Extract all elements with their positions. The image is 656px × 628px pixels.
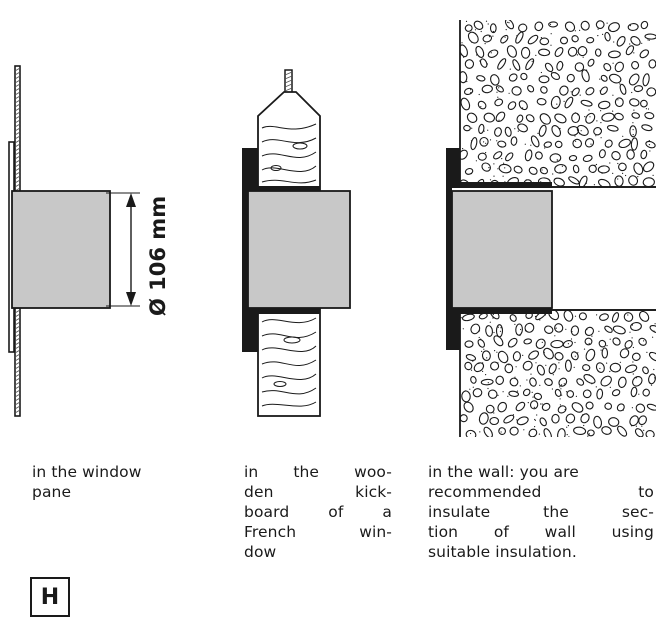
caption-line: in the woo-	[244, 462, 392, 482]
figure-label: H	[40, 584, 60, 610]
caption-word: wall	[544, 523, 576, 541]
dim-arrow-up	[126, 193, 136, 207]
flange-upper-kickboard	[244, 148, 320, 192]
dim-arrow-down	[126, 292, 136, 306]
flange-lower-kickboard	[244, 308, 320, 352]
caption-word: French	[244, 523, 297, 541]
caption-word: of	[328, 503, 344, 521]
vent-tube-kickboard	[247, 190, 351, 309]
caption-line: dow	[244, 542, 392, 562]
caption-word: board	[244, 503, 290, 521]
caption-word: a	[382, 503, 392, 521]
caption-word: den	[244, 483, 274, 501]
caption-line: pane	[32, 483, 72, 501]
wall-figure	[446, 20, 656, 437]
flange-upper-wall	[448, 148, 552, 188]
caption-line: insulate the sec-	[428, 502, 654, 522]
wood-grain-upper	[261, 123, 317, 184]
caption-line: tion of wall using	[428, 522, 654, 542]
wall-lower	[460, 310, 656, 437]
figure-label-box: H	[30, 577, 70, 617]
caption-line: board of a	[244, 502, 392, 522]
caption-word: woo-	[354, 463, 392, 481]
caption-word: the	[293, 463, 320, 481]
wall-texture-upper	[460, 20, 656, 187]
caption-line: in the window	[32, 463, 142, 481]
dimension-label: Ø 106 mm	[146, 196, 170, 316]
vent-tube-window	[11, 190, 111, 309]
wood-grain-lower	[261, 317, 317, 407]
flange-lower-wall	[448, 308, 552, 350]
caption-word: kick-	[355, 483, 392, 501]
wooden-kickboard-figure	[242, 69, 351, 417]
vent-tube-wall	[451, 190, 553, 309]
caption-word: suitable insulation.	[428, 543, 577, 561]
glass-pane-hatch-lower	[14, 309, 21, 414]
glass-pane-hatch	[14, 67, 21, 192]
caption-word: in	[244, 463, 259, 481]
caption-word: of	[493, 523, 509, 541]
flange-plate-kickboard	[242, 148, 248, 352]
window-pane-figure: Ø 106 mm	[8, 65, 170, 417]
caption-word: recommended	[428, 483, 542, 501]
caption-word: tion	[428, 523, 459, 541]
caption-word: win-	[359, 523, 392, 541]
caption-word: to	[638, 483, 654, 501]
flange-plate-wall	[446, 148, 452, 350]
caption-word: the	[543, 503, 569, 521]
wall-texture-lower	[460, 310, 656, 437]
caption-word: sec-	[621, 503, 654, 521]
caption-line: French win-	[244, 522, 392, 542]
caption-line: recommended to	[428, 482, 654, 502]
caption-word: in the wall: you are	[428, 463, 579, 481]
caption-word: dow	[244, 543, 277, 561]
caption-word: insulate	[428, 503, 491, 521]
caption-line: den kick-	[244, 482, 392, 502]
caption-word: using	[611, 523, 654, 541]
caption-window-pane: in the window pane	[32, 462, 202, 502]
caption-line: in the wall: you are	[428, 462, 654, 482]
caption-line: suitable insulation.	[428, 542, 654, 562]
